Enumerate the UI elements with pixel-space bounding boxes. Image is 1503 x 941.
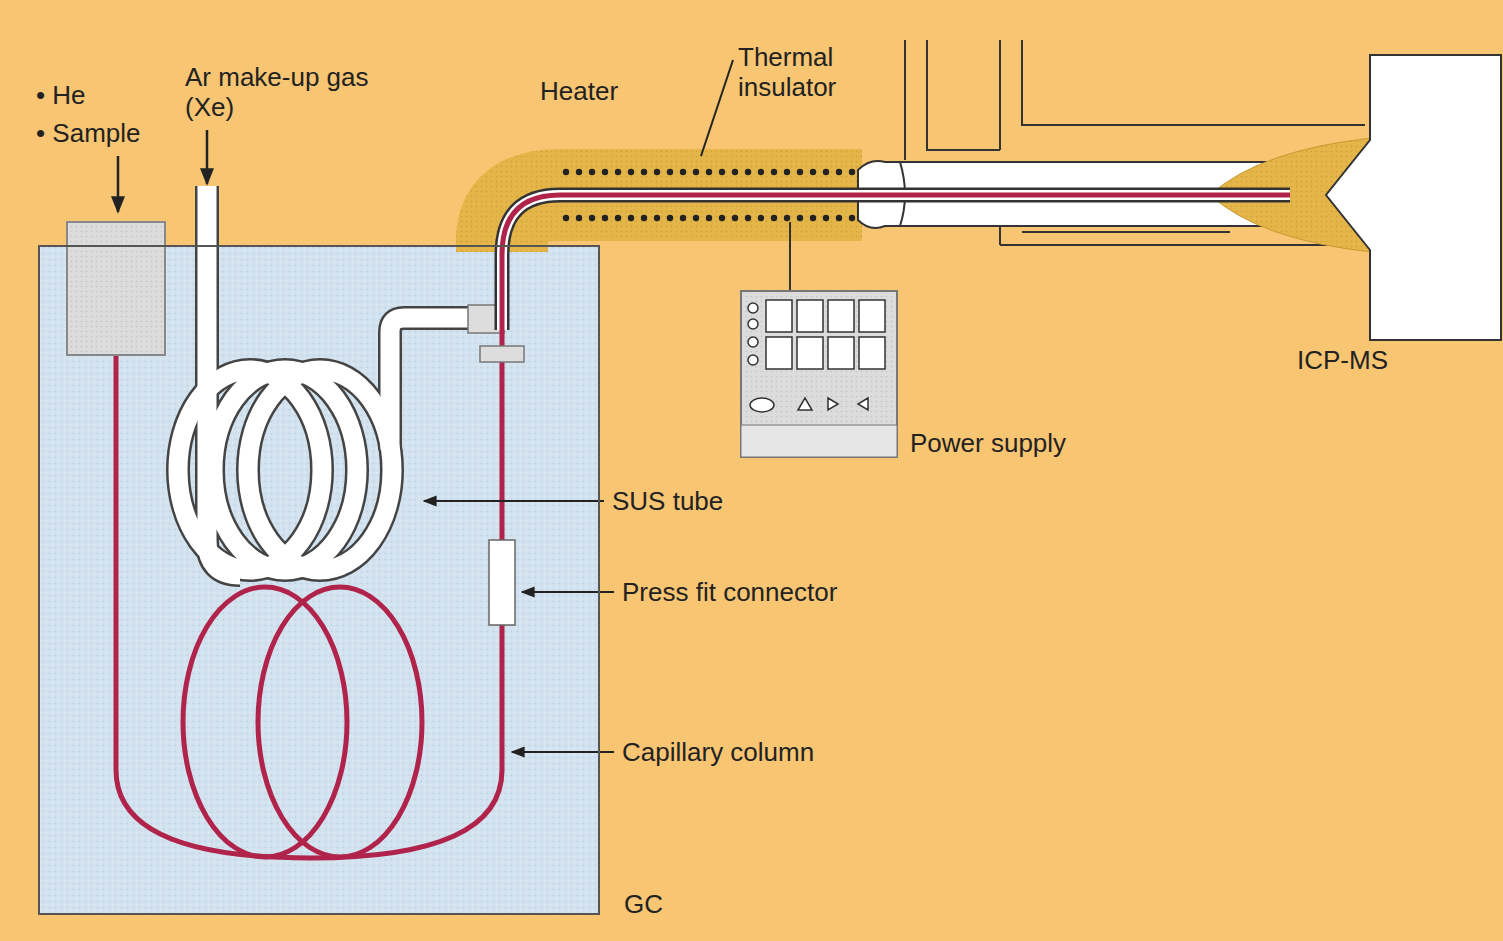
heater-dot: [849, 169, 855, 175]
heater-dot: [771, 169, 777, 175]
sus-tube-segment: [248, 370, 392, 570]
heater-dot: [797, 169, 803, 175]
part-label: Heater: [540, 76, 618, 106]
sus-tube-segment: [390, 318, 470, 450]
heater-dot: [563, 215, 569, 221]
heater-dot: [849, 215, 855, 221]
heater-dot: [589, 169, 595, 175]
heater-dot: [836, 215, 842, 221]
part-label: Press fit connector: [622, 577, 837, 607]
heater-dot: [589, 215, 595, 221]
heater-dot: [628, 169, 634, 175]
heater-dot: [706, 215, 712, 221]
heater-dot: [732, 215, 738, 221]
node-label: GC: [624, 889, 663, 919]
part-label: SUS tube: [612, 486, 723, 516]
sus-tube-segment: [213, 370, 357, 570]
part-label: • Sample: [36, 118, 140, 148]
heater-dot: [797, 215, 803, 221]
heater-dot: [745, 215, 751, 221]
heater-dot: [602, 169, 608, 175]
heater-dot: [758, 215, 764, 221]
heater-dot: [576, 169, 582, 175]
heater-dot: [576, 215, 582, 221]
capillary-column: [116, 195, 1290, 858]
heater-dot: [784, 169, 790, 175]
heater-dot: [602, 215, 608, 221]
heater-dot: [680, 169, 686, 175]
heater-dot: [771, 215, 777, 221]
sampler-cone: [1370, 55, 1500, 340]
sus-tube-segment: [213, 370, 357, 570]
leader-lines: [118, 60, 733, 752]
heater-dot: [641, 215, 647, 221]
heater-dot: [667, 215, 673, 221]
icp-ms-housing: ICP-MS: [1370, 55, 1500, 340]
heater-dot: [745, 169, 751, 175]
part-label: • He: [36, 80, 86, 110]
heater-dot: [654, 169, 660, 175]
heater-dot: [732, 169, 738, 175]
power-wire: [789, 222, 791, 290]
heater-dot: [810, 169, 816, 175]
heater-dot: [719, 169, 725, 175]
heater-dot: [758, 169, 764, 175]
heater-dot: [628, 215, 634, 221]
injector: [67, 222, 165, 355]
heater-dot: [693, 169, 699, 175]
heater-dot: [706, 169, 712, 175]
sus-tube-segment: [390, 318, 470, 450]
node-label: Power supply: [910, 428, 1066, 458]
heater-dot: [615, 215, 621, 221]
press-fit-connector: [489, 540, 515, 625]
power-supply-box: Power supply: [740, 290, 898, 458]
heater-dot: [823, 215, 829, 221]
part-label: Thermal insulator: [738, 42, 878, 102]
part-label: Ar make-up gas (Xe): [185, 62, 400, 122]
node-label: ICP-MS: [1297, 345, 1388, 375]
power-supply-unit: [740, 290, 898, 458]
heater-dot: [563, 169, 569, 175]
heater-dot: [719, 215, 725, 221]
heater-dot: [654, 215, 660, 221]
heater-dot: [615, 169, 621, 175]
heater-dot: [641, 169, 647, 175]
heater-dot: [667, 169, 673, 175]
heater-dot: [810, 215, 816, 221]
heater-dot: [784, 215, 790, 221]
gc-oven-box: GC: [38, 245, 600, 915]
thermal-insulator: [502, 195, 862, 252]
heater-dot: [680, 215, 686, 221]
heater-dot: [693, 215, 699, 221]
part-label: Capillary column: [622, 737, 814, 767]
heater-dot: [836, 169, 842, 175]
heater-dot: [823, 169, 829, 175]
column-fitting: [480, 346, 524, 362]
